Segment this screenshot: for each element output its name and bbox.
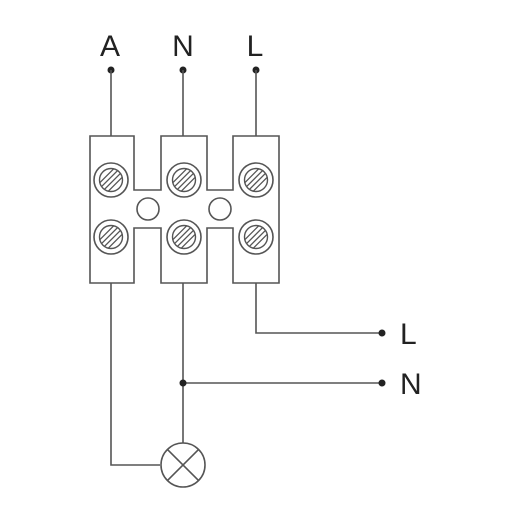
screw-icon-bottom-n — [166, 219, 202, 255]
screw-icon-bottom-a — [93, 219, 129, 255]
output-dot-n — [378, 379, 386, 387]
screw-icon-top-a — [93, 162, 129, 198]
junction-dot-n — [179, 379, 187, 387]
lamp-icon — [160, 442, 206, 488]
output-dot-l — [378, 329, 386, 337]
top-label-n: N — [172, 30, 194, 63]
top-label-l: L — [247, 30, 264, 63]
wire-a-to-lamp — [110, 283, 160, 466]
terminal-screws — [93, 162, 274, 255]
output-label-n: N — [400, 368, 422, 401]
mounting-hole-right — [208, 197, 232, 221]
screw-icon-top-l — [238, 162, 274, 198]
wire-l-out — [255, 283, 382, 334]
output-label-l: L — [400, 318, 417, 351]
mounting-hole-left — [136, 197, 160, 221]
top-label-a: A — [100, 30, 120, 63]
screw-icon-bottom-l — [238, 219, 274, 255]
terminal-block — [89, 135, 280, 284]
screw-icon-top-n — [166, 162, 202, 198]
